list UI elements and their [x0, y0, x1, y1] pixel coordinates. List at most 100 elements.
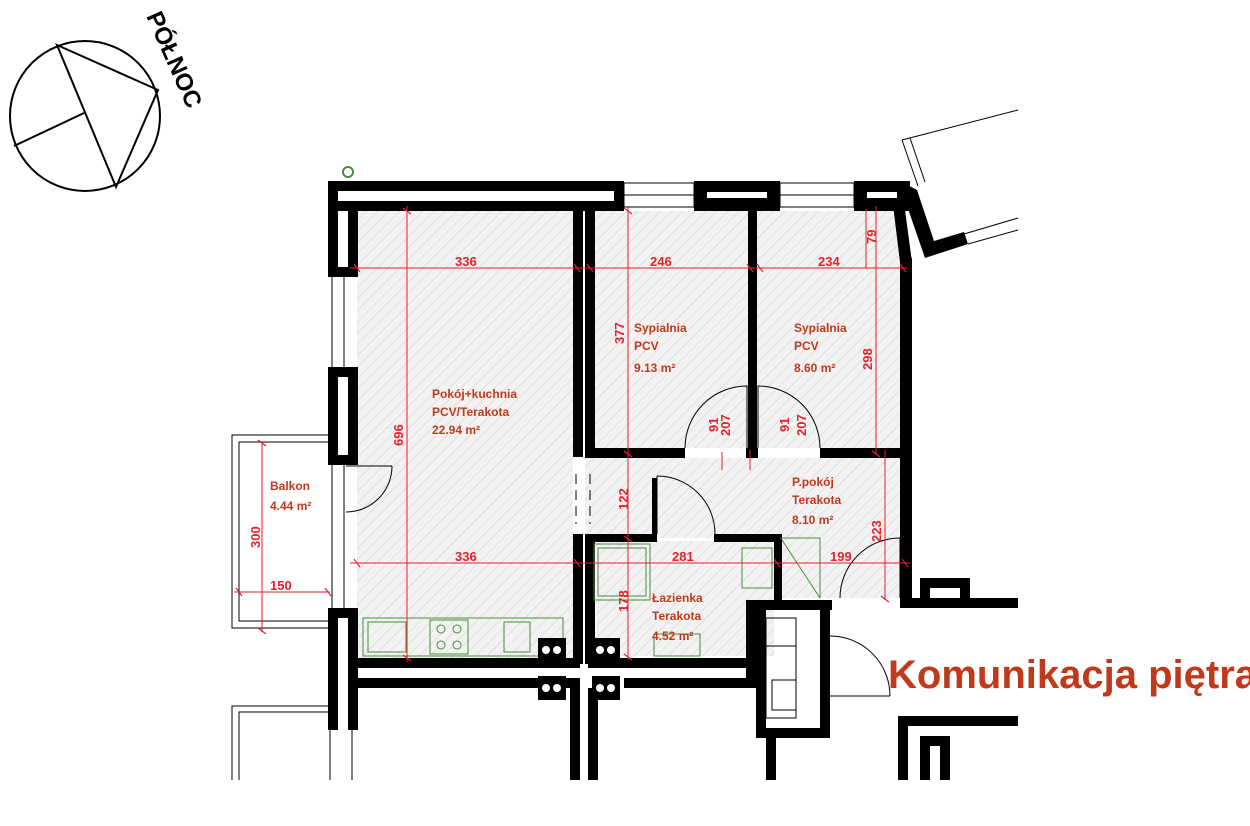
wall [348, 668, 358, 730]
wall [573, 534, 583, 664]
dim-label-234: 234 [818, 254, 840, 269]
wall [328, 181, 624, 191]
vent [542, 684, 550, 692]
dim-tick [871, 450, 881, 458]
balcony-rail [901, 139, 919, 187]
dim-label-178: 178 [616, 590, 631, 612]
dim-tick [623, 450, 633, 458]
dim-label-91b: 91 [777, 418, 792, 432]
dim-tick [257, 439, 267, 447]
dim-tick [353, 558, 361, 568]
dim-label-696: 696 [391, 424, 406, 446]
wall [756, 610, 766, 738]
balcony-rail [909, 137, 926, 183]
door-syp2 [757, 385, 821, 449]
dim-label-377: 377 [612, 322, 627, 344]
dim-label-199: 199 [830, 549, 852, 564]
dim-label-223: 223 [869, 520, 884, 542]
door-entry [839, 537, 901, 599]
room-floor-lazienka: Terakota [652, 609, 701, 623]
wall [348, 608, 358, 668]
room-name-ppokoj: P.pokój [792, 475, 834, 489]
fixtures [342, 166, 821, 700]
wall [861, 186, 903, 204]
balcony-rail [967, 229, 1019, 245]
dim-label-91a: 91 [706, 418, 721, 432]
room-name-syp1: Sypialnia [634, 321, 687, 335]
vent [553, 646, 561, 654]
vent [542, 646, 550, 654]
wall [920, 578, 930, 598]
balkon-rail [238, 441, 328, 622]
wall [328, 608, 338, 730]
wall [940, 736, 950, 780]
compass-label: PÓŁNOC [141, 7, 208, 112]
dim-tick [756, 263, 764, 273]
kitchen-hob [429, 619, 469, 655]
door-stair [829, 635, 891, 697]
wall [328, 608, 358, 618]
room-name-pokoj: Pokój+kuchnia [432, 387, 517, 401]
room-name-lazienka: Łazienka [652, 591, 703, 605]
dim-label-336-bottom: 336 [455, 549, 477, 564]
wall [348, 201, 358, 277]
dim-tick [573, 263, 581, 273]
shaft [771, 679, 797, 711]
room-name-syp2: Sypialnia [794, 321, 847, 335]
dim-tick [623, 535, 633, 543]
floor-lazienka [596, 541, 774, 656]
wall [585, 534, 657, 542]
balkon-rail-lower [231, 705, 328, 780]
door-lazienka [656, 475, 716, 535]
dim-label-122: 122 [616, 488, 631, 510]
dim-tick [235, 587, 243, 597]
dim-tick [899, 263, 907, 273]
room-area-balkon: 4.44 m² [270, 499, 311, 513]
dim-label-207b: 207 [794, 414, 809, 436]
door-syp1 [684, 385, 748, 449]
wall [573, 211, 583, 457]
wall [774, 534, 782, 600]
floor-syp1 [595, 211, 748, 448]
dim-tick [773, 558, 781, 568]
vent [596, 684, 604, 692]
hob-ring [452, 640, 462, 650]
washbasin [653, 633, 701, 657]
dim-tick [353, 263, 361, 273]
dim-tick [324, 587, 332, 597]
wall [893, 205, 912, 262]
wall [652, 478, 657, 538]
wall [746, 600, 832, 610]
balkon-rail [231, 434, 328, 629]
wall [328, 267, 358, 277]
room-floor-syp1: PCV [634, 339, 659, 353]
door-balkon [345, 465, 393, 513]
wall [820, 448, 910, 458]
room-floor-pokoj: PCV/Terakota [432, 405, 509, 419]
wall [746, 600, 756, 688]
wall [338, 201, 624, 211]
vent [553, 684, 561, 692]
balcony-rail [901, 109, 1019, 141]
dim-label-300: 300 [248, 526, 263, 548]
wall [701, 186, 773, 204]
bath-tub-inner [597, 547, 647, 597]
wall [960, 578, 970, 602]
wall [358, 678, 580, 688]
room-labels: Pokój+kuchnia PCV/Terakota 22.94 m² Sypi… [270, 321, 847, 643]
wall [920, 736, 930, 780]
dim-tick [746, 263, 754, 273]
balkon-rail-lower [238, 711, 328, 780]
dim-label-246: 246 [650, 254, 672, 269]
drain-marker [342, 166, 354, 178]
dim-label-281: 281 [672, 549, 694, 564]
wall [348, 658, 580, 668]
wall [585, 211, 595, 457]
dim-label-150: 150 [270, 578, 292, 593]
dim-tick [623, 207, 633, 215]
wall [898, 716, 908, 780]
dim-tick [901, 558, 909, 568]
wall [624, 678, 756, 688]
dim-label-298: 298 [860, 348, 875, 370]
wall [714, 534, 780, 542]
